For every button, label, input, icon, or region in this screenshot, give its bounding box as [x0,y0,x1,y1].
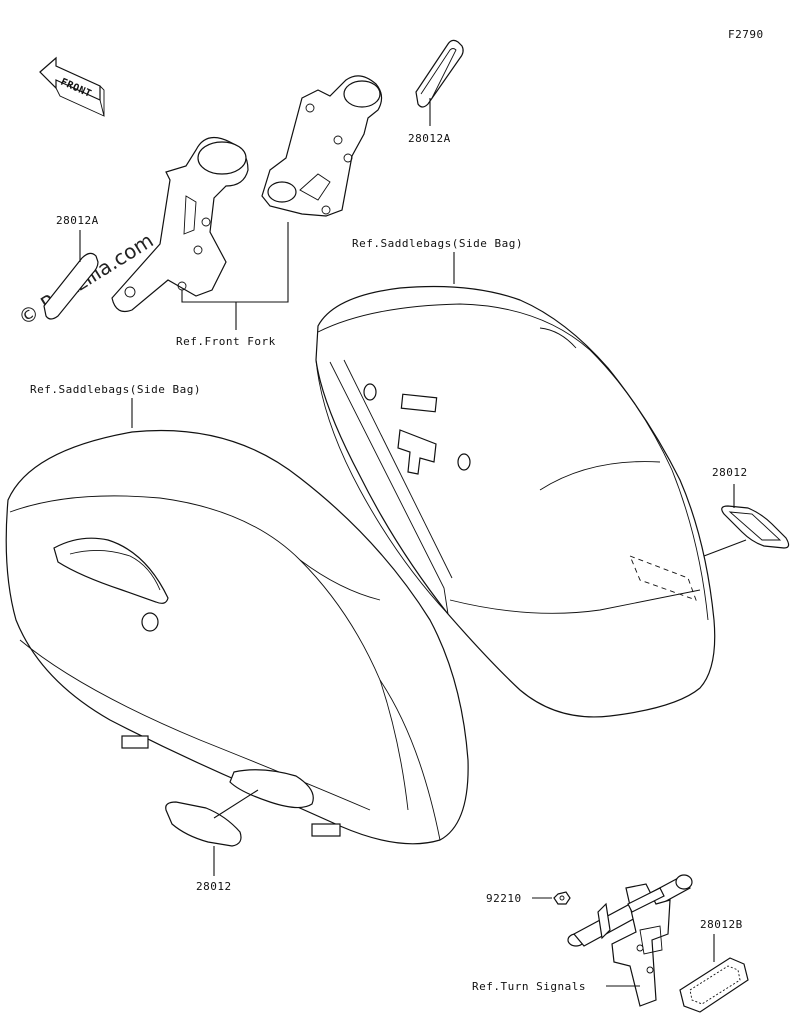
saddlebag-right [315,285,716,718]
front-arrow-icon: FRONT [39,56,105,117]
figure-code: F2790 [728,28,764,41]
label-28012a-top: 28012A [408,132,451,145]
label-front-fork: Ref.Front Fork [176,335,276,348]
front-fork-bracket-left [111,136,249,313]
reflector-28012a-left [43,252,99,320]
turn-signal-assembly [567,874,693,1007]
label-92210: 92210 [486,892,522,905]
reflector-28012a-top [415,39,464,108]
label-turn-signals: Ref.Turn Signals [472,980,586,993]
reflector-28012-bottom [165,801,242,847]
saddlebag-left [5,429,469,845]
label-28012-right: 28012 [712,466,748,479]
nut-92210 [553,891,571,905]
reflector-28012b [679,957,749,1013]
label-28012b: 28012B [700,918,743,931]
reflector-28012-right [721,505,790,549]
label-saddlebag-left: Ref.Saddlebags(Side Bag) [30,383,201,396]
front-fork-bracket-right [261,75,383,217]
label-28012-bottom: 28012 [196,880,232,893]
label-28012a-left: 28012A [56,214,99,227]
label-saddlebag-right: Ref.Saddlebags(Side Bag) [352,237,523,250]
